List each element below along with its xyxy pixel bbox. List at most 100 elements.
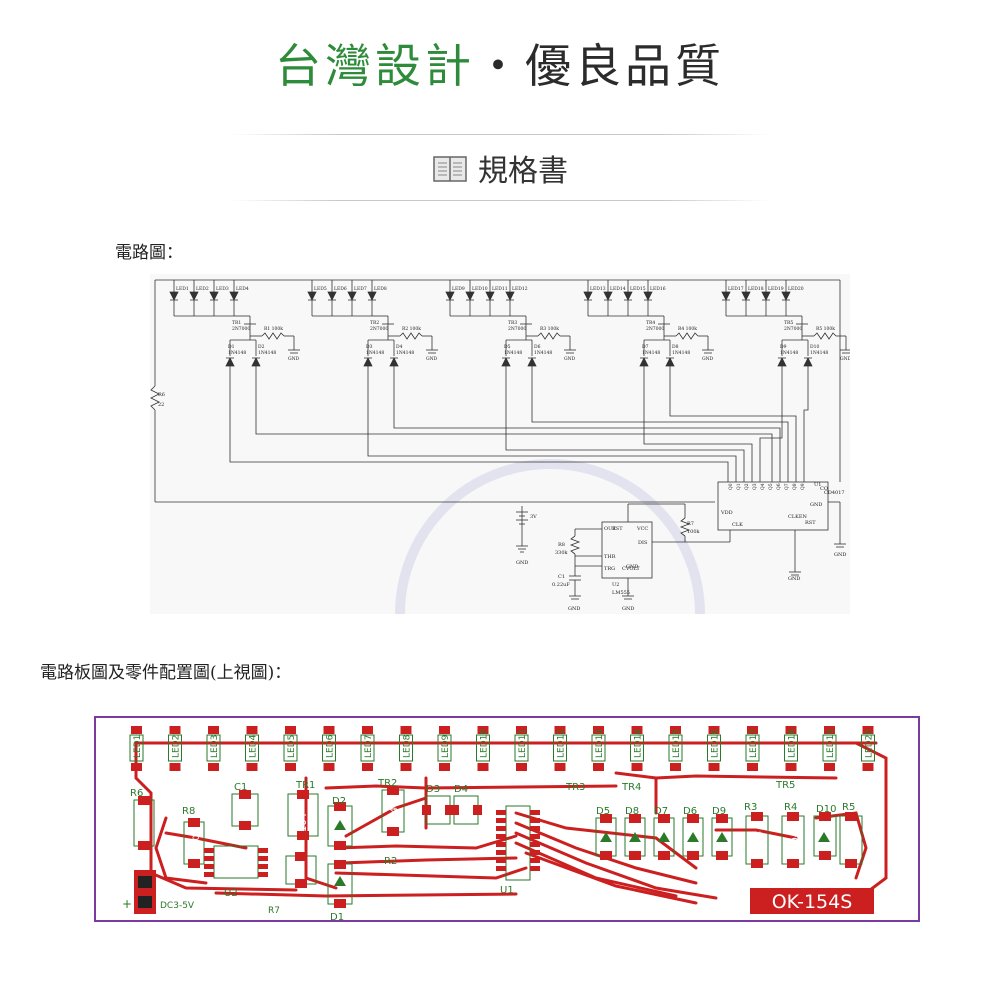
r7-label: R7 (687, 521, 694, 527)
schematic-diode-type: 1N4148 (642, 350, 660, 356)
led-pad (400, 726, 412, 734)
schematic-tr-type: 2N7000 (232, 326, 250, 332)
pcb-led-label: LED14 (634, 729, 644, 758)
led-symbol (209, 291, 219, 301)
u1-output-pin: Q6 (776, 483, 782, 490)
schematic-led-label: LED2 (196, 286, 209, 292)
schematic-diode-label: D1 (228, 344, 235, 350)
c1-value: 0.22uF (552, 582, 570, 588)
schematic-diode-type: 1N4148 (780, 350, 798, 356)
pcb-tr1: TR1 (287, 780, 319, 840)
led-symbol (721, 291, 731, 301)
divider-bottom (230, 200, 770, 201)
pcb-led-label: LED2 (172, 735, 182, 758)
schematic-diode-label: D3 (366, 344, 373, 350)
svg-text:R5: R5 (842, 802, 855, 813)
pcb-led-label: LED6 (326, 734, 336, 758)
gnd-label-u1: GND (834, 552, 846, 558)
schematic-tr-type: 2N7000 (508, 326, 526, 332)
led-pad (747, 726, 758, 734)
schematic-diode-type: 1N4148 (366, 350, 384, 356)
pcb-d4: D4 (450, 784, 482, 825)
pcb-u1: U1 (496, 805, 540, 896)
led-pad (554, 763, 566, 771)
svg-text:D1: D1 (330, 912, 344, 920)
led-pad (708, 726, 720, 734)
pcb-trace (149, 871, 298, 892)
led-outline (245, 734, 259, 762)
circuit-label: 電路圖： (115, 243, 183, 263)
schematic-gnd-label: GND (564, 356, 576, 362)
led-pad (593, 763, 604, 771)
led-pad (400, 763, 412, 771)
led-pad (516, 726, 527, 734)
pcb-trace (714, 828, 798, 840)
pcb-led-label: LED15 (672, 729, 682, 758)
pcb-led-label: LED12 (557, 729, 567, 758)
led-pad (323, 763, 335, 771)
schematic-r-label: R5 100k (816, 326, 835, 332)
schematic-diode-label: D10 (810, 344, 819, 350)
schematic-led-label: LED17 (728, 286, 744, 292)
led-pad (169, 763, 181, 771)
schematic-led-label: LED5 (314, 286, 327, 292)
schematic-gnd-label: GND (702, 356, 714, 362)
led-symbol (583, 291, 593, 301)
led-symbol (169, 291, 179, 301)
battery-label: 3V (530, 514, 537, 520)
pcb-led-label: LED8 (403, 734, 413, 758)
u1-label: U1 (814, 482, 821, 488)
diode-symbol (665, 357, 675, 367)
led-symbol (445, 291, 455, 301)
led-pad (785, 726, 797, 734)
led-pad (554, 726, 566, 734)
u2-thr-pin: THR (604, 554, 616, 560)
pcb-plus-label: + (122, 897, 132, 911)
u1-rst-pin: RST (805, 520, 816, 526)
pcb-r1-value: 104 (298, 813, 309, 832)
svg-text:D10: D10 (816, 804, 836, 815)
pcb-r3: R3 (744, 802, 769, 868)
svg-text:D6: D6 (683, 806, 697, 817)
led-outline (129, 734, 144, 762)
pcb-led-label: LED16 (711, 729, 721, 758)
divider-top (230, 134, 770, 135)
u1-output-pin: Q4 (760, 483, 766, 490)
pcb-u2-label: U2 (224, 888, 238, 899)
title-dark: 優良品質 (525, 39, 725, 93)
schematic-diode-type: 1N4148 (534, 350, 552, 356)
pcb-r4: R4 (781, 802, 805, 868)
schematic-r-label: R1 100k (264, 326, 283, 332)
schematic-led-label: LED1 (176, 286, 189, 292)
pcb-tr2: TR2 (377, 778, 405, 836)
svg-text:D9: D9 (712, 806, 726, 817)
r6-value: 22 (158, 402, 164, 408)
pcb-r2-label: R2 (384, 856, 397, 867)
pcb-r6: R6 (130, 788, 155, 850)
u1-output-pin: Q9 (800, 483, 806, 490)
pcb-r2-value: 104 (389, 807, 400, 826)
schematic-stage-3 (445, 280, 789, 482)
diode-symbol (501, 357, 511, 367)
pcb-d2: D2 (327, 796, 353, 850)
pcb-r7-label: R7 (268, 906, 280, 916)
pcb-r5-value: 104 (848, 831, 859, 850)
led-symbol (485, 291, 495, 301)
led-symbol (643, 291, 653, 301)
pcb-board-label: OK-154S (750, 888, 874, 914)
u2-out-pin: OUT (604, 526, 616, 532)
title-green: 台灣設計 (275, 39, 475, 93)
pcb-trace (514, 811, 698, 870)
pcb-trace (614, 771, 838, 780)
schematic-tr-type: 2N7000 (646, 326, 664, 332)
pcb-led-label: LED18 (788, 729, 798, 758)
pcb-trace (324, 784, 618, 790)
pcb-r8: R8 (182, 806, 205, 868)
diode-symbol (251, 357, 261, 367)
led-pad (862, 726, 874, 734)
diode-symbol (639, 357, 649, 367)
svg-text:R3: R3 (744, 802, 757, 813)
led-symbol (327, 291, 337, 301)
